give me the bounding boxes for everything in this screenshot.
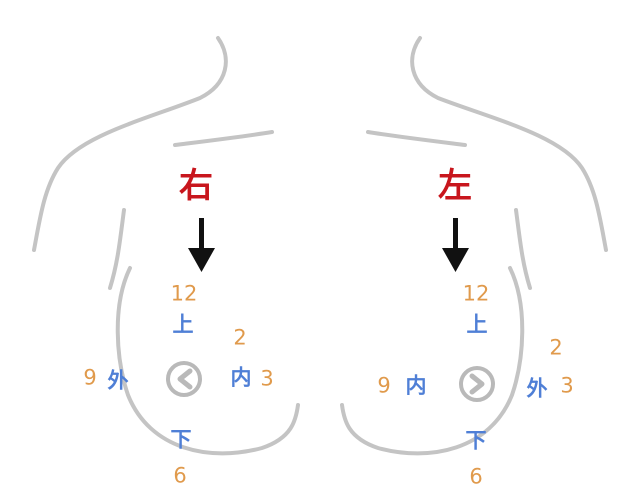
left-clock-6: 6 bbox=[469, 464, 483, 489]
right-clock-6: 6 bbox=[173, 463, 187, 488]
right-dir-down: 下 bbox=[170, 427, 192, 452]
left-underarm-line bbox=[108, 208, 126, 290]
left-breast-outline bbox=[340, 130, 525, 456]
right-dir-up: 上 bbox=[172, 312, 194, 337]
right-breast-nipple bbox=[166, 361, 202, 397]
chevron-left-icon bbox=[177, 368, 193, 390]
left-clock-3: 3 bbox=[560, 373, 574, 398]
right-breast-outline bbox=[115, 130, 300, 456]
right-clock-9: 9 bbox=[83, 365, 97, 390]
left-dir-outer: 外 bbox=[526, 376, 548, 401]
right-side-label: 右 bbox=[179, 166, 213, 206]
left-dir-up: 上 bbox=[466, 312, 488, 337]
right-side-down-arrow bbox=[188, 218, 215, 272]
left-side-label: 左 bbox=[438, 166, 472, 206]
right-neck-shoulder-line bbox=[410, 36, 608, 252]
left-breast-nipple bbox=[459, 366, 495, 402]
right-dir-inner: 内 bbox=[230, 365, 252, 390]
right-underarm-line bbox=[514, 208, 532, 290]
left-clock-12: 12 bbox=[462, 281, 490, 306]
left-clock-9: 9 bbox=[377, 373, 391, 398]
left-side-down-arrow bbox=[442, 218, 469, 272]
right-clock-2: 2 bbox=[233, 325, 247, 350]
right-clock-3: 3 bbox=[260, 366, 274, 391]
left-dir-inner: 内 bbox=[405, 373, 427, 398]
left-neck-shoulder-line bbox=[32, 36, 228, 252]
right-dir-outer: 外 bbox=[107, 368, 129, 393]
right-clock-12: 12 bbox=[170, 281, 198, 306]
left-dir-down: 下 bbox=[465, 428, 487, 453]
chevron-right-icon bbox=[469, 373, 485, 395]
left-clock-2: 2 bbox=[549, 335, 563, 360]
